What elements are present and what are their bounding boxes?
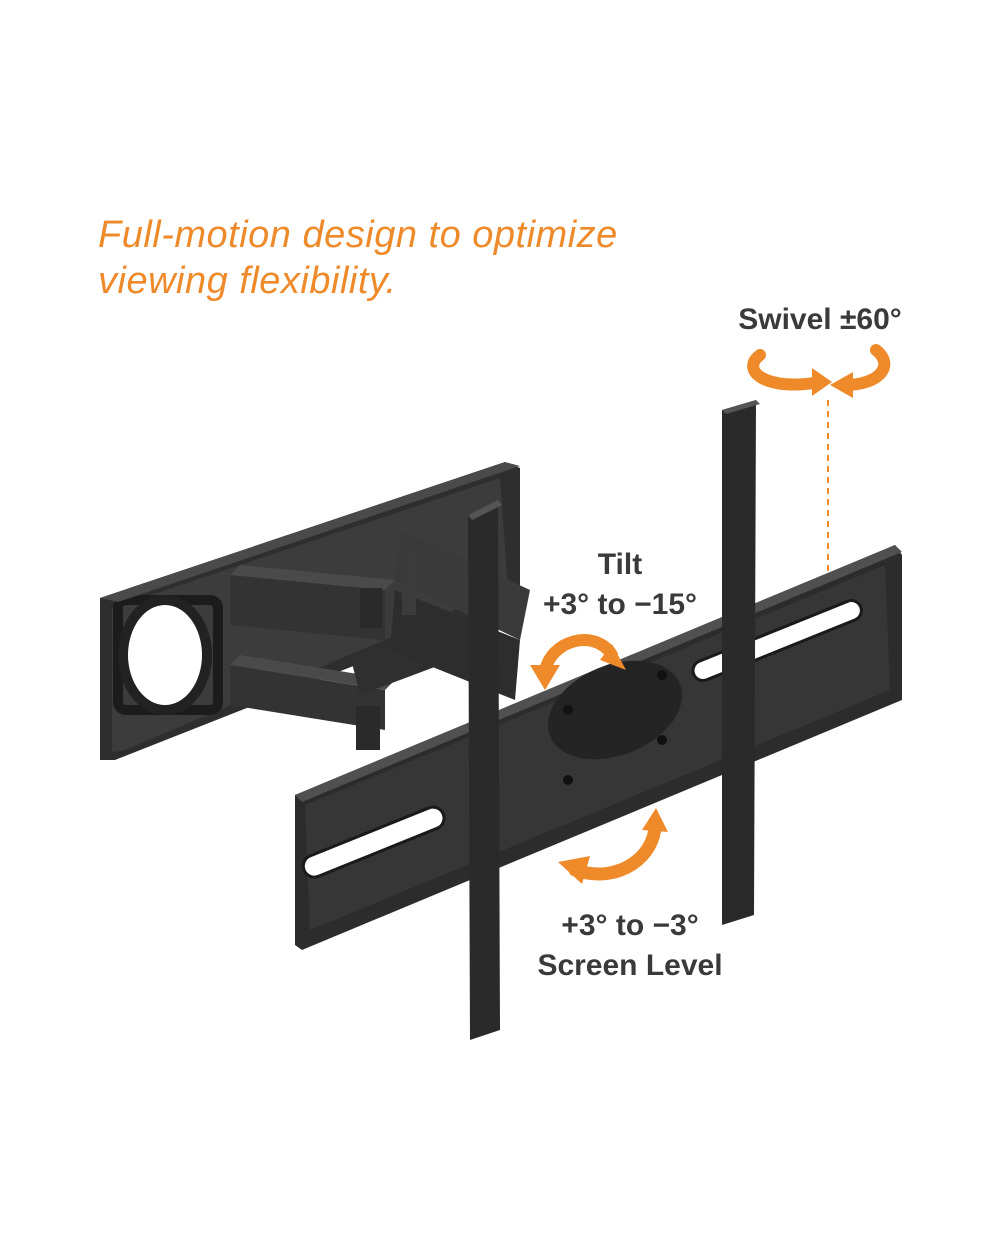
tilt-title: Tilt [597, 548, 643, 581]
tilt-label: Tilt +3° to −15° [520, 545, 720, 625]
headline-line-1: Full-motion design to optimize [98, 214, 618, 256]
tilt-arrows [530, 634, 626, 690]
tilt-range: +3° to −15° [542, 588, 698, 621]
level-range: +3° to −3° [561, 909, 699, 942]
vertical-bracket-left [468, 500, 502, 1040]
headline-line-2: viewing flexibility. [98, 260, 397, 302]
vertical-bracket-right [722, 400, 760, 925]
swivel-text: Swivel ±60° [738, 303, 902, 336]
swivel-label: Swivel ±60° [720, 300, 920, 340]
level-title: Screen Level [537, 949, 723, 982]
screen-level-label: +3° to −3° Screen Level [505, 906, 755, 986]
level-arrows [558, 808, 668, 884]
swivel-arrows [747, 344, 891, 398]
headline: Full-motion design to optimize viewing f… [98, 212, 738, 304]
